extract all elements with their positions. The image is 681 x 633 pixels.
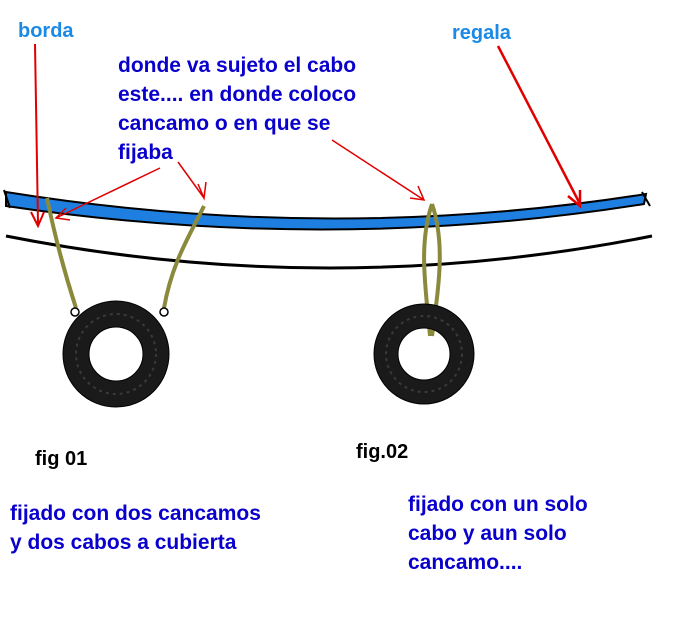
question-line-2: este.... en donde coloco — [118, 83, 357, 106]
eye-bolt-left — [70, 307, 80, 317]
fig01-desc-line-2: y dos cabos a cubierta — [10, 531, 237, 554]
arrow-question-right — [331, 139, 426, 201]
question-line-3: cancamo o en que se — [118, 112, 331, 135]
rope-right-fig01 — [162, 205, 206, 309]
fig02-desc-line-3: cancamo.... — [408, 551, 523, 574]
fig02-desc-line-1: fijado con un solo — [408, 493, 588, 516]
tire-fig01 — [62, 300, 170, 408]
eye-bolt-right — [159, 307, 169, 317]
rope-left-fig01 — [45, 197, 78, 309]
hull-line — [5, 234, 653, 270]
fig02-title: fig.02 — [356, 441, 409, 463]
rail-regala — [5, 190, 648, 231]
question-line-4: fijaba — [118, 141, 173, 164]
arrow-borda — [30, 43, 45, 229]
fig01-desc-line-1: fijado con dos cancamos — [10, 502, 261, 525]
tire-fig02 — [373, 303, 475, 405]
fig01-title: fig 01 — [35, 448, 88, 470]
question-line-1: donde va sujeto el cabo — [118, 54, 357, 77]
arrow-question-middle — [177, 161, 207, 201]
rail-left-tick — [3, 189, 11, 209]
rail-right-tick — [641, 191, 651, 207]
label-regala: regala — [452, 22, 511, 44]
fig02-desc-line-2: cabo y aun solo — [408, 522, 567, 545]
label-borda: borda — [18, 20, 74, 42]
arrow-question-left — [54, 167, 161, 221]
arrow-regala — [496, 45, 582, 209]
